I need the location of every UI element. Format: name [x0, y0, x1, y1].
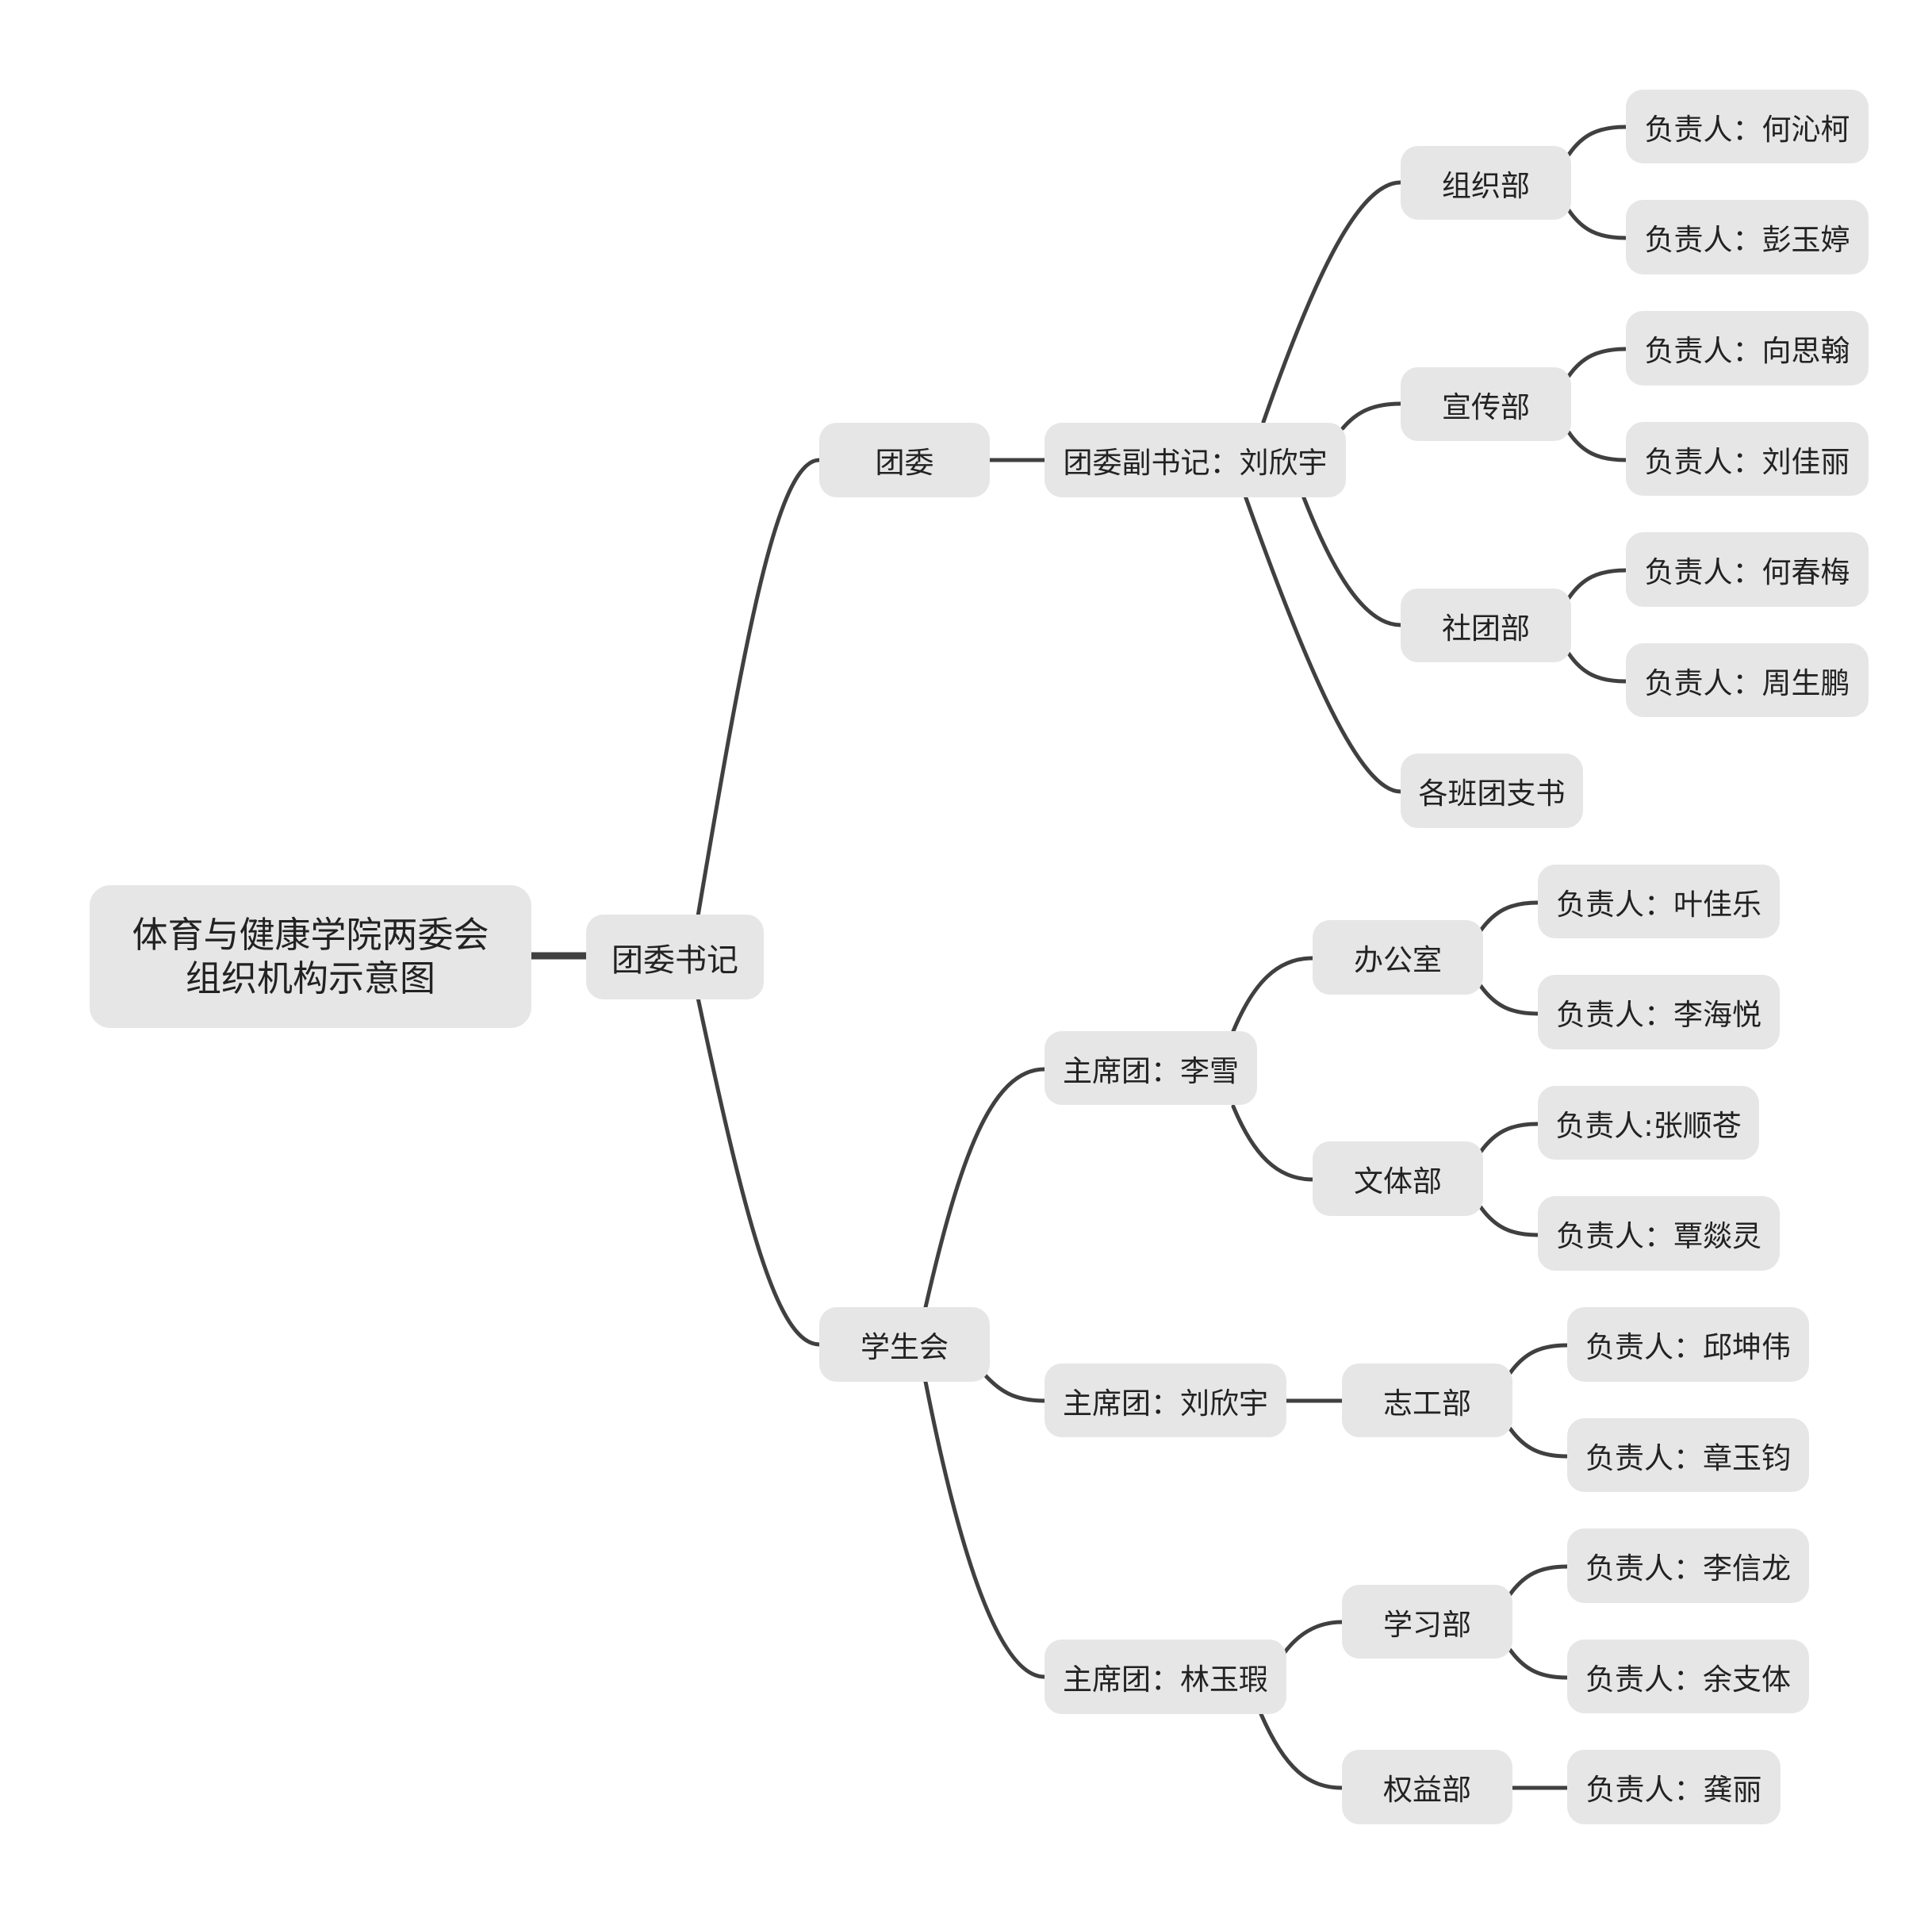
connector-secretary-tuanwei — [696, 458, 822, 919]
node-zuzhi-h1[interactable]: 负责人：何沁柯 — [1626, 90, 1869, 163]
node-bangongshi[interactable]: 办公室 — [1313, 920, 1483, 995]
node-zxt1[interactable]: 主席团：李雪 — [1045, 1031, 1257, 1105]
node-zg-h1[interactable]: 负责人：邱坤伟 — [1567, 1307, 1809, 1382]
connector-deputy-shetuan — [1301, 493, 1403, 627]
node-zuzhi-h2[interactable]: 负责人：彭玉婷 — [1626, 200, 1869, 274]
connector-zuzhi-h1 — [1566, 125, 1628, 157]
node-quanyi[interactable]: 权益部 — [1342, 1750, 1512, 1824]
connector-xc-h1 — [1566, 347, 1628, 378]
connector-xsh-zxt2 — [979, 1368, 1047, 1403]
root-title-line1: 体育与健康学院两委会 — [132, 914, 489, 956]
node-xc-h1[interactable]: 负责人：向思翰 — [1626, 311, 1869, 385]
connector-st-h1 — [1566, 568, 1628, 600]
node-xueshenghui[interactable]: 学生会 — [819, 1307, 990, 1382]
connector-wt-h1 — [1478, 1122, 1540, 1154]
node-st-h2[interactable]: 负责人：周生鹏 — [1626, 643, 1869, 717]
node-zxt2[interactable]: 主席团：刘欣宇 — [1045, 1363, 1286, 1437]
node-secretary[interactable]: 团委书记 — [586, 915, 764, 999]
node-xx-h1[interactable]: 负责人：李信龙 — [1567, 1528, 1809, 1603]
node-xc-h2[interactable]: 负责人：刘佳丽 — [1626, 422, 1869, 496]
connector-zxt1-wenti — [1231, 1104, 1315, 1182]
node-bgs-h2[interactable]: 负责人：李海悦 — [1538, 975, 1780, 1049]
connector-zg-h1 — [1508, 1343, 1570, 1375]
node-wt-h1[interactable]: 负责人:张顺苍 — [1538, 1086, 1759, 1160]
connector-xsh-zxt3 — [923, 1379, 1047, 1679]
root-node[interactable]: 体育与健康学院两委会 组织机构示意图 — [90, 885, 531, 1028]
connector-zxt1-bgs — [1231, 956, 1315, 1034]
connector-zxt3-xuexi — [1278, 1620, 1344, 1660]
node-shetuan[interactable]: 社团部 — [1401, 589, 1571, 662]
node-wt-h2[interactable]: 负责人：覃燚灵 — [1538, 1196, 1780, 1271]
connector-deputy-zuzhi — [1261, 180, 1403, 424]
node-tuanwei[interactable]: 团委 — [819, 423, 990, 497]
connector-xc-h2 — [1566, 430, 1628, 462]
connector-bgs-h1 — [1478, 900, 1540, 933]
connector-deputy-banji — [1243, 493, 1403, 794]
connector-bgs-h2 — [1478, 984, 1540, 1016]
node-xuanchuan[interactable]: 宣传部 — [1401, 367, 1571, 441]
node-zxt3[interactable]: 主席团：林玉瑕 — [1045, 1640, 1286, 1714]
connector-zuzhi-h2 — [1566, 208, 1628, 240]
connector-st-h2 — [1566, 651, 1628, 684]
connector-xx-h2 — [1508, 1647, 1570, 1680]
connector-zxt3-quanyi — [1259, 1712, 1344, 1790]
node-banji[interactable]: 各班团支书 — [1401, 754, 1583, 828]
node-qy-h1[interactable]: 负责人：龚丽 — [1567, 1750, 1781, 1824]
node-zuzhi[interactable]: 组织部 — [1401, 146, 1571, 220]
connector-deputy-xuanchuan — [1340, 401, 1403, 431]
connector-secretary-xueshenghui — [696, 995, 822, 1347]
node-tw-deputy[interactable]: 团委副书记：刘欣宇 — [1045, 423, 1346, 497]
connector-zg-h2 — [1508, 1426, 1570, 1459]
node-st-h1[interactable]: 负责人：何春梅 — [1626, 532, 1869, 607]
root-title-line2: 组织机构示意图 — [185, 957, 435, 999]
connector-wt-h2 — [1478, 1205, 1540, 1237]
node-xx-h2[interactable]: 负责人：余支体 — [1567, 1640, 1809, 1713]
node-zg-h2[interactable]: 负责人：章玉钧 — [1567, 1418, 1809, 1492]
connector-xsh-zxt1 — [923, 1067, 1047, 1310]
node-bgs-h1[interactable]: 负责人：叶佳乐 — [1538, 865, 1780, 938]
connector-xx-h1 — [1508, 1564, 1570, 1597]
node-zhigong[interactable]: 志工部 — [1342, 1363, 1512, 1437]
node-xuexi[interactable]: 学习部 — [1342, 1585, 1512, 1659]
node-wenti[interactable]: 文体部 — [1313, 1141, 1483, 1216]
